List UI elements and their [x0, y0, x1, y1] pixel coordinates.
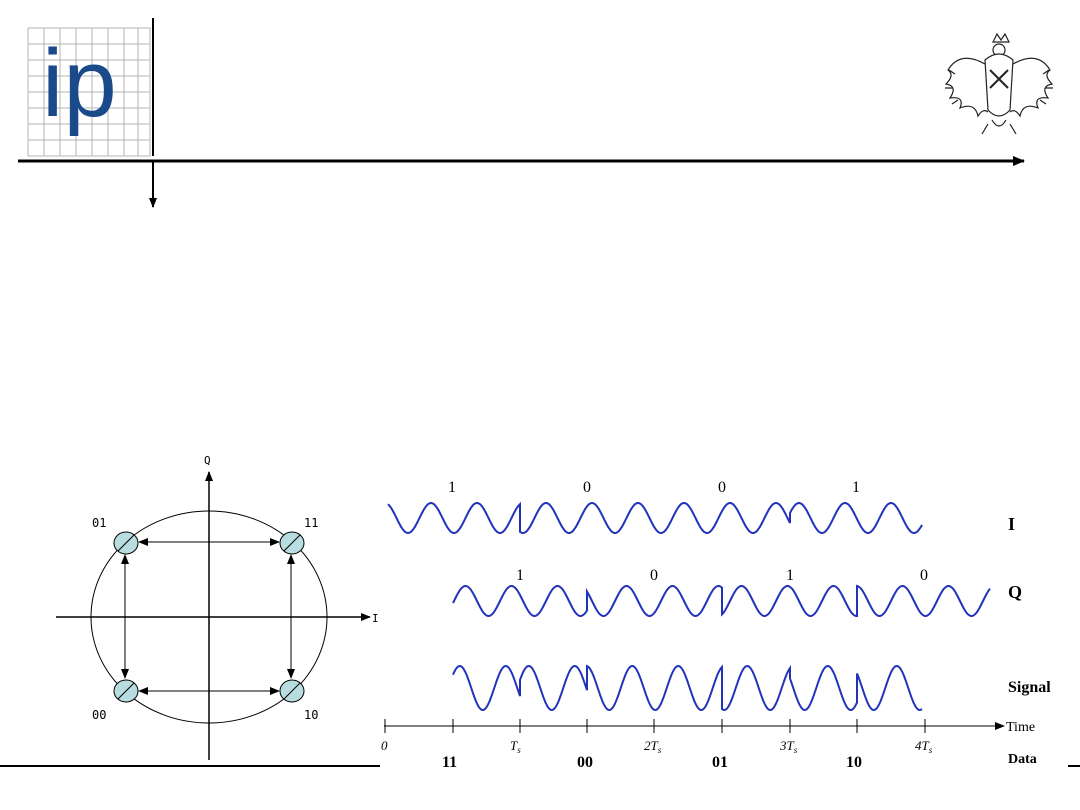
- time-axis-label: Time: [1006, 720, 1035, 735]
- i-bit-label: 0: [583, 479, 591, 496]
- constellation-label-01: 01: [92, 516, 106, 530]
- constellation-label-10: 10: [304, 708, 318, 722]
- q-channel-waveform: [452, 584, 991, 617]
- constellation-points: 01 11 00 10: [92, 516, 318, 722]
- constellation-point-mark: [117, 534, 135, 552]
- time-tick-label: Ts: [510, 738, 521, 755]
- time-tick-label: 2Ts: [644, 738, 662, 755]
- time-tick-label: 3Ts: [779, 738, 798, 755]
- i-channel-label: I: [1008, 514, 1015, 534]
- q-bit-label: 0: [650, 567, 658, 584]
- i-bit-label: 1: [448, 479, 456, 496]
- i-axis-label: I: [372, 612, 379, 625]
- q-axis-label: Q: [204, 454, 211, 467]
- data-symbols: 11 00 01 10: [442, 754, 862, 771]
- constellation-label-00: 00: [92, 708, 106, 722]
- q-bit-label: 0: [920, 567, 928, 584]
- data-symbol: 11: [442, 754, 457, 771]
- time-axis-ticks: 0 Ts 2Ts 3Ts 4Ts: [381, 719, 933, 755]
- q-bit-label: 1: [516, 567, 524, 584]
- i-bit-label: 1: [852, 479, 860, 496]
- time-tick-label: 0: [381, 738, 388, 753]
- constellation-point-mark: [283, 534, 301, 552]
- qpsk-constellation: I Q 01 11 00 10: [56, 454, 379, 760]
- data-symbol: 10: [846, 754, 862, 771]
- q-channel-label: Q: [1008, 582, 1022, 602]
- institution-logo: ip: [27, 27, 151, 157]
- i-channel-bits: 1 0 0 1: [448, 479, 860, 496]
- data-row-label: Data: [1008, 752, 1037, 767]
- time-tick-label: 4Ts: [915, 738, 933, 755]
- i-bit-label: 0: [718, 479, 726, 496]
- constellation-label-11: 11: [304, 516, 318, 530]
- eagle-crest-icon: [944, 32, 1054, 135]
- q-channel-bits: 1 0 1 0: [516, 567, 928, 584]
- constellation-point-mark: [283, 682, 301, 700]
- q-bit-label: 1: [786, 567, 794, 584]
- logo-text: ip: [42, 30, 117, 137]
- constellation-point-mark: [117, 682, 135, 700]
- signal-label: Signal: [1008, 679, 1051, 696]
- i-channel-waveform: [387, 501, 923, 535]
- qpsk-signal-waveform: [452, 664, 923, 712]
- data-symbol: 00: [577, 754, 593, 771]
- logo-grid: [27, 27, 151, 157]
- data-symbol: 01: [712, 754, 728, 771]
